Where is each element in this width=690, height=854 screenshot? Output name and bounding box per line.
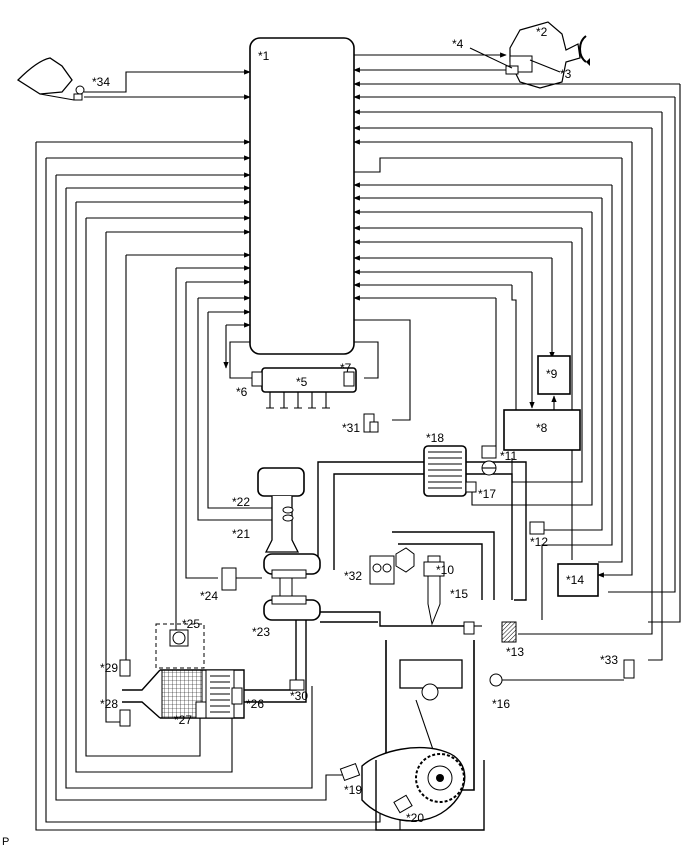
sensor-24-icon (221, 567, 262, 591)
label-23: *23 (252, 625, 270, 639)
intake-pipes (294, 461, 527, 601)
label-13: *13 (506, 645, 524, 659)
turbocharger-icon (263, 553, 321, 621)
sensor-26-icon (231, 687, 243, 705)
accelerator-pedal-icon (16, 57, 85, 101)
label-3: *3 (560, 67, 572, 81)
label-26: *26 (246, 697, 264, 711)
label-1: *1 (258, 49, 270, 63)
sensor-20-icon (393, 794, 413, 814)
common-rail-icon (251, 367, 357, 409)
label-31: *31 (342, 421, 360, 435)
dpf-icon (161, 669, 235, 719)
label-22: *22 (232, 495, 250, 509)
label-8: *8 (536, 421, 548, 435)
sensor-17-icon (465, 481, 477, 493)
sensor-31-icon (363, 413, 379, 433)
label-25: *25 (182, 617, 200, 631)
figure-code: P (2, 836, 10, 848)
label-11: *11 (500, 449, 517, 463)
intercooler-18-icon (423, 445, 467, 497)
label-15: *15 (450, 587, 468, 601)
sensor-14-box (557, 563, 599, 597)
label-10: *10 (436, 563, 454, 577)
label-9: *9 (546, 367, 558, 381)
supply-pump-icon (505, 21, 590, 89)
label-19: *19 (344, 783, 362, 797)
label-30: *30 (290, 689, 308, 703)
sensor-16-icon (463, 621, 482, 635)
label-4: *4 (452, 37, 464, 51)
label-12: *12 (530, 535, 548, 549)
sensor-27-icon (195, 701, 207, 719)
air-cleaner-icon (257, 467, 305, 553)
sensor-33-icon (489, 659, 635, 687)
box-8 (503, 409, 581, 451)
label-28: *28 (100, 697, 118, 711)
label-33: *33 (600, 653, 618, 667)
callout-labels: *1 *2 *3 *4 *5 *6 *7 *8 *9 *10 *11 *12 *… (92, 25, 618, 825)
label-7: *7 (340, 361, 352, 375)
sensor-19-icon (339, 762, 361, 782)
engine-icon (361, 625, 485, 831)
label-32: *32 (344, 569, 362, 583)
label-27: *27 (174, 713, 192, 727)
label-34: *34 (92, 75, 110, 89)
egr-valve-icon (369, 547, 415, 585)
label-16: *16 (492, 697, 510, 711)
label-20: *20 (406, 811, 424, 825)
throttle-11-icon (481, 445, 497, 476)
sensor-28-icon (119, 709, 131, 727)
label-6: *6 (236, 385, 248, 399)
box-9 (537, 355, 571, 395)
sensor-29-icon (119, 659, 131, 677)
label-17: *17 (478, 487, 496, 501)
injector-10-icon (423, 555, 445, 626)
label-24: *24 (200, 589, 218, 603)
sensor-13-icon (501, 621, 517, 643)
label-18: *18 (426, 431, 444, 445)
sensor-25-icon (155, 623, 205, 669)
label-21: *21 (232, 527, 250, 541)
label-14: *14 (566, 573, 584, 587)
sensor-12-icon (529, 521, 545, 535)
label-5: *5 (296, 375, 308, 389)
label-29: *29 (100, 661, 118, 675)
sensor-30-icon (289, 679, 305, 691)
ecm-block (249, 37, 355, 355)
label-2: *2 (536, 25, 548, 39)
